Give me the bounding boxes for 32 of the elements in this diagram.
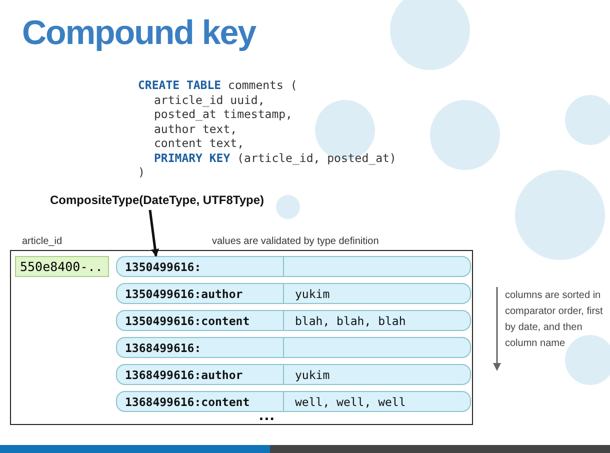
table-row bbox=[116, 256, 471, 277]
table-row bbox=[116, 364, 471, 385]
column-name: 1368499616:content bbox=[125, 395, 250, 409]
code-line: content text, bbox=[154, 136, 244, 150]
code-line: author text, bbox=[154, 122, 238, 136]
row-key: 550e8400-.. bbox=[15, 256, 109, 277]
note-text: values are validated by type definition bbox=[212, 236, 379, 247]
column-caption: article_id bbox=[22, 236, 62, 247]
frame-box bbox=[10, 250, 473, 425]
column-value: yukim bbox=[295, 287, 330, 301]
table-row bbox=[116, 283, 471, 304]
column-value: well, well, well bbox=[295, 395, 406, 409]
code-line: PRIMARY KEY (article_id, posted_at) bbox=[154, 150, 396, 164]
ellipsis-text: ... bbox=[259, 407, 276, 425]
arrow bbox=[148, 210, 160, 257]
column-name: 1350499616: bbox=[125, 260, 202, 274]
column-name: 1350499616:author bbox=[125, 287, 243, 301]
slide-title: Compound key bbox=[22, 14, 256, 53]
column-name: 1368499616:author bbox=[125, 368, 243, 382]
table-row bbox=[116, 337, 471, 358]
code-line: article_id uuid, bbox=[154, 92, 265, 106]
type-caption: CompositeType(DateType, UTF8Type) bbox=[50, 193, 264, 207]
code-line: CREATE TABLE comments ( bbox=[138, 78, 298, 92]
column-value: blah, blah, blah bbox=[295, 314, 406, 328]
column-name: 1350499616:content bbox=[125, 314, 250, 328]
code-line: posted_at timestamp, bbox=[154, 107, 292, 121]
table-row bbox=[116, 391, 471, 412]
table-row bbox=[116, 310, 471, 331]
column-name: 1368499616: bbox=[125, 341, 202, 355]
note-text: columns are sorted in comparator order, first by date, and then column name bbox=[505, 289, 604, 351]
code-line: ) bbox=[138, 165, 145, 179]
column-value: yukim bbox=[295, 368, 330, 382]
